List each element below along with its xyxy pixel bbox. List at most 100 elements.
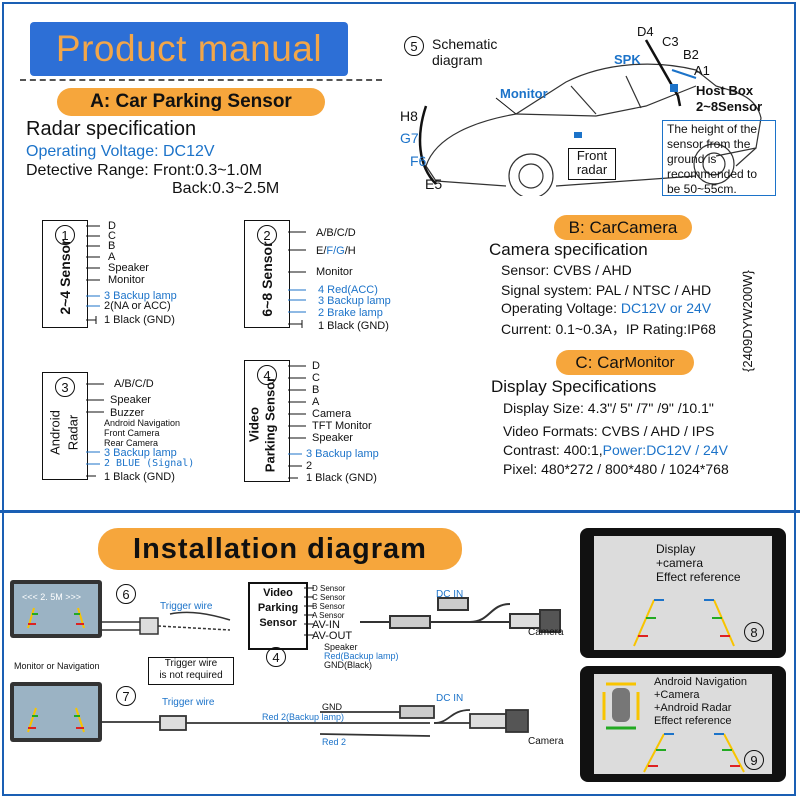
- vps-d: D Sensor: [312, 584, 346, 593]
- badge-7: 7: [116, 686, 136, 706]
- monitor-7: [10, 682, 102, 742]
- s4-wire-a: A: [312, 396, 320, 408]
- guide-lines-8: [633, 599, 735, 647]
- guide-lines-6: [27, 607, 85, 629]
- label-c3: C3: [662, 34, 679, 49]
- s1-wire-c: C: [108, 230, 116, 242]
- sensor3-label1: Android: [47, 410, 63, 455]
- s3-wire-gnd: 1 Black (GND): [104, 471, 175, 483]
- badge-9: 9: [744, 750, 764, 770]
- trigger-wire-label-2: Trigger wire: [162, 697, 215, 708]
- s3-wire-abcd: A/B/C/D: [114, 378, 154, 390]
- side-code: {2409DYW200W}: [740, 270, 755, 372]
- dc-in-label-2: DC IN: [436, 693, 464, 704]
- s4-wire-c: C: [312, 372, 320, 384]
- label-h8: H8: [400, 108, 418, 124]
- camera-sensor: Sensor: CVBS / AHD: [501, 262, 632, 278]
- s3-wire-backup: 3 Backup lamp: [104, 447, 177, 459]
- s2-wire-brake: 2 Brake lamp: [318, 307, 383, 319]
- s1-wire-monitor: Monitor: [108, 274, 145, 286]
- sensor-box-4: 4 Video Parking Sensor: [244, 360, 290, 482]
- s2-wire-backup: 3 Backup lamp: [318, 295, 391, 307]
- badge-2: 2: [257, 225, 277, 245]
- label-host-box: Host Box: [696, 83, 754, 98]
- s1-wire-backup: 3 Backup lamp: [104, 290, 177, 302]
- cable-camera-2: [100, 705, 529, 737]
- camera-label-1: Camera: [528, 627, 564, 638]
- display-formats: Video Formats: CVBS / AHD / IPS: [503, 423, 715, 439]
- display-pixel: Pixel: 480*272 / 800*480 / 1024*768: [503, 461, 729, 477]
- s4-wire-gnd: 1 Black (GND): [306, 472, 377, 484]
- label-spk: SPK: [614, 52, 641, 67]
- s1-wire-gnd: 1 Black (GND): [104, 314, 175, 326]
- label-monitor: Monitor: [500, 86, 548, 101]
- dc-in-label-1: DC IN: [436, 589, 464, 600]
- s2-wire-efgh: E/F/G/H: [316, 245, 356, 257]
- radar-range-back: Back:0.3~2.5M: [172, 180, 280, 197]
- installation-title: Installation diagram: [98, 528, 462, 570]
- s4-wire-speaker: Speaker: [312, 432, 353, 444]
- s1-wire-speaker: Speaker: [108, 262, 149, 274]
- badge-4-install: 4: [266, 647, 286, 667]
- sensor4-label2: Parking Sensor: [262, 376, 278, 473]
- vps-av-out: AV-OUT: [312, 630, 353, 642]
- sensor-box-1: 1 2~4 Sensor: [42, 220, 88, 328]
- red2-label: Red 2: [322, 737, 347, 747]
- wires-6: [100, 611, 231, 635]
- s1-wire-na: 2(NA or ACC): [104, 300, 171, 312]
- s1-wire-b: B: [108, 240, 116, 252]
- sensor2-wire-lines: [288, 231, 306, 328]
- vps-red-backup: Red(Backup lamp): [324, 651, 399, 661]
- sensor1-wire-lines: [86, 225, 100, 324]
- sensor-box-2: 2 6~8 Sensor: [244, 220, 290, 328]
- badge-8: 8: [744, 622, 764, 642]
- s3-wire-buzzer: Buzzer: [110, 407, 145, 419]
- vps-av-in: AV-IN: [312, 619, 340, 631]
- section-a-pill: A: Car Parking Sensor: [57, 88, 325, 116]
- s3-wire-front-cam: Front Camera: [104, 428, 160, 438]
- guide-lines-7: [27, 707, 85, 733]
- screen-distance: <<< 2. 5M >>>: [22, 592, 82, 602]
- schematic-num: 5: [404, 36, 424, 56]
- vps-c: C Sensor: [312, 593, 346, 602]
- car-illustration: [418, 39, 762, 196]
- radar-spec-title: Radar specification: [26, 118, 197, 140]
- display-spec-title: Display Specifications: [491, 377, 657, 396]
- section-c-pill: C: Car Monitor: [556, 350, 694, 375]
- s3-wire-android-nav: Android Navigation: [104, 418, 181, 428]
- camera-signal: Signal system: PAL / NTSC / AHD: [501, 282, 712, 298]
- label-d4: D4: [637, 24, 654, 39]
- cable-camera-1: [360, 597, 561, 633]
- sensor3-wire-lines: [86, 383, 104, 477]
- vps-wire-lines: [304, 587, 314, 636]
- red2-backup-label: Red 2(Backup lamp): [262, 712, 345, 722]
- monitor-6: <<< 2. 5M >>>: [10, 580, 102, 638]
- camera-voltage: Operating Voltage: DC12V or 24V: [501, 300, 712, 316]
- label-e5: E5: [425, 176, 443, 192]
- label-b2: B2: [683, 47, 699, 62]
- sensor4-wire-lines: [288, 365, 306, 479]
- label-host-sensor: 2~8Sensor: [696, 99, 763, 114]
- s1-wire-a: A: [108, 251, 116, 263]
- section-b-pill: B: Car Camera: [554, 215, 692, 240]
- schematic-title2: diagram: [432, 52, 483, 68]
- s3-wire-signal: 2 BLUE (Signal): [104, 458, 195, 469]
- s4-wire-b: B: [312, 384, 320, 396]
- radar-car-icon: [602, 682, 745, 773]
- s4-wire-2: 2: [306, 460, 313, 472]
- badge-6: 6: [116, 584, 136, 604]
- vps-a: A Sensor: [312, 611, 345, 620]
- s3-wire-rear-cam: Rear Camera: [104, 438, 159, 448]
- s4-wire-d: D: [312, 360, 320, 372]
- gnd-label: GND: [322, 702, 342, 712]
- s2-wire-abcd: A/B/C/D: [316, 227, 356, 239]
- label-f6: F6: [410, 153, 427, 169]
- sensor2-label: 6~8 Sensor: [259, 241, 275, 317]
- trigger-wire-label-1: Trigger wire: [160, 601, 213, 612]
- vps-b: B Sensor: [312, 602, 345, 611]
